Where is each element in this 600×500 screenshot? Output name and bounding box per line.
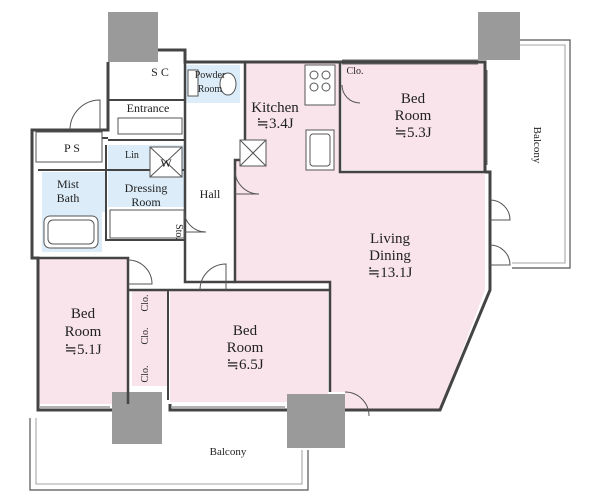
bed-ne-label-line2: Room [395,108,432,124]
room-floors [38,62,485,410]
clo-label-1: Clo. [140,295,151,312]
kitchen-label: Kitchen [251,100,299,116]
balcony-south-label: Balcony [210,446,247,458]
clo-label-kitchen: Clo. [347,66,364,77]
powder-room-label-line2: Room [198,84,223,95]
dressing-room-label-line1: Dressing [125,181,168,195]
balcony-east-label: Balcony [531,127,543,164]
bed-s-label-line2: Room [227,340,264,356]
powder-room-label-line1: Powder [195,70,226,81]
balcony-east [505,39,571,269]
room-labels: S C Powder Room Entrance Kitchen ≒3.4J C… [57,65,543,458]
sc-label: S C [151,65,169,79]
bed-s-size-label: ≒6.5J [226,357,263,373]
clo-label-2: Clo. [140,328,151,345]
bed-s-label-line1: Bed [233,323,258,339]
dressing-room-label-line2: Room [131,195,161,209]
lin-label: Lin [125,150,139,161]
living-label-line2: Dining [369,248,411,264]
mist-bath-label-line1: Mist [57,177,80,191]
mist-bath-label-line2: Bath [57,191,80,205]
bed-ne-size-label: ≒5.3J [394,125,431,141]
entrance-label: Entrance [127,101,170,115]
living-label-line1: Living [370,231,410,247]
sto-label: Sto. [173,224,184,240]
balcony-south [29,418,309,491]
bed-sw-size-label: ≒5.1J [64,342,101,358]
living-size-label: ≒13.1J [368,265,413,281]
bed-sw-label-line2: Room [65,324,102,340]
kitchen-size-label: ≒3.4J [256,116,293,132]
fixtures [35,64,336,249]
clo-label-3: Clo. [140,366,151,383]
w-label: W [160,156,172,170]
hall-label: Hall [200,187,221,201]
bed-ne-label-line1: Bed [401,91,426,107]
structural-columns [108,12,520,448]
ps-label: P S [64,141,80,155]
bed-sw-label-line1: Bed [71,306,96,322]
windows [40,59,488,408]
